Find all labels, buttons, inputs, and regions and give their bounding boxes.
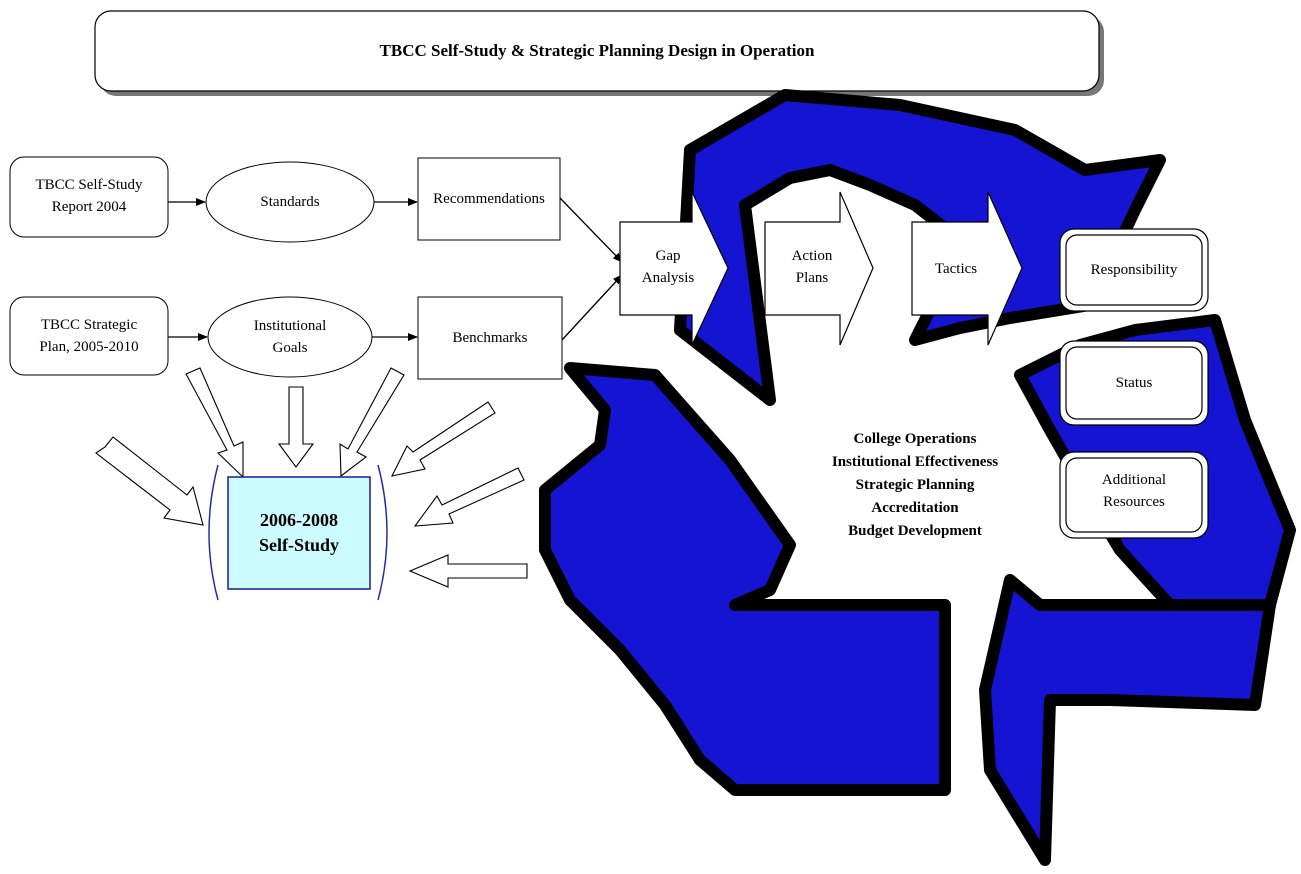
recycle-arrow-top — [674, 89, 1166, 406]
responsibility-box — [1065, 234, 1203, 306]
recycle-arrow-right-lower — [979, 574, 1276, 866]
connector-recommendations-gap — [559, 197, 623, 263]
connector-benchmarks-gap — [561, 274, 623, 341]
benchmarks-box — [417, 296, 563, 380]
recycle-arrow-left — [539, 362, 951, 796]
center-line: Institutional Effectiveness — [831, 454, 999, 470]
status-label: Status — [1115, 375, 1153, 391]
self-study-report-box — [9, 156, 169, 238]
page-title: TBCC Self-Study & Strategic Planning Des… — [379, 41, 815, 60]
center-line: Strategic Planning — [855, 477, 975, 493]
input-arrow-5 — [390, 401, 496, 477]
benchmarks-label: Benchmarks — [452, 330, 528, 346]
gap-analysis-arrow — [619, 191, 729, 346]
recommendations-label: Recommendations — [433, 191, 545, 207]
input-arrow-4 — [339, 367, 405, 478]
responsibility-label: Responsibility — [1090, 262, 1178, 278]
center-line: College Operations — [853, 431, 977, 447]
input-arrow-3 — [277, 386, 315, 468]
standards-label: Standards — [260, 194, 320, 210]
right-bracket — [377, 464, 388, 601]
additional-resources-box — [1065, 457, 1203, 533]
tactics-label: Tactics — [934, 261, 978, 277]
input-arrow-1 — [95, 436, 204, 526]
title-box — [94, 10, 1100, 92]
recommendations-box — [417, 157, 561, 241]
tactics-arrow — [911, 191, 1023, 346]
center-line: Accreditation — [871, 500, 959, 516]
input-arrow-6 — [413, 467, 525, 527]
center-line: Budget Development — [848, 523, 982, 539]
input-arrows — [95, 367, 528, 588]
input-arrow-7 — [408, 554, 528, 588]
action-plans-arrow — [764, 191, 874, 346]
center-text-block: College Operations Institutional Effecti… — [790, 428, 1040, 543]
strategic-plan-box — [9, 296, 169, 376]
status-box — [1065, 346, 1203, 420]
left-bracket — [208, 464, 219, 601]
self-study-2006-box — [227, 476, 371, 590]
input-arrow-2 — [185, 367, 244, 479]
